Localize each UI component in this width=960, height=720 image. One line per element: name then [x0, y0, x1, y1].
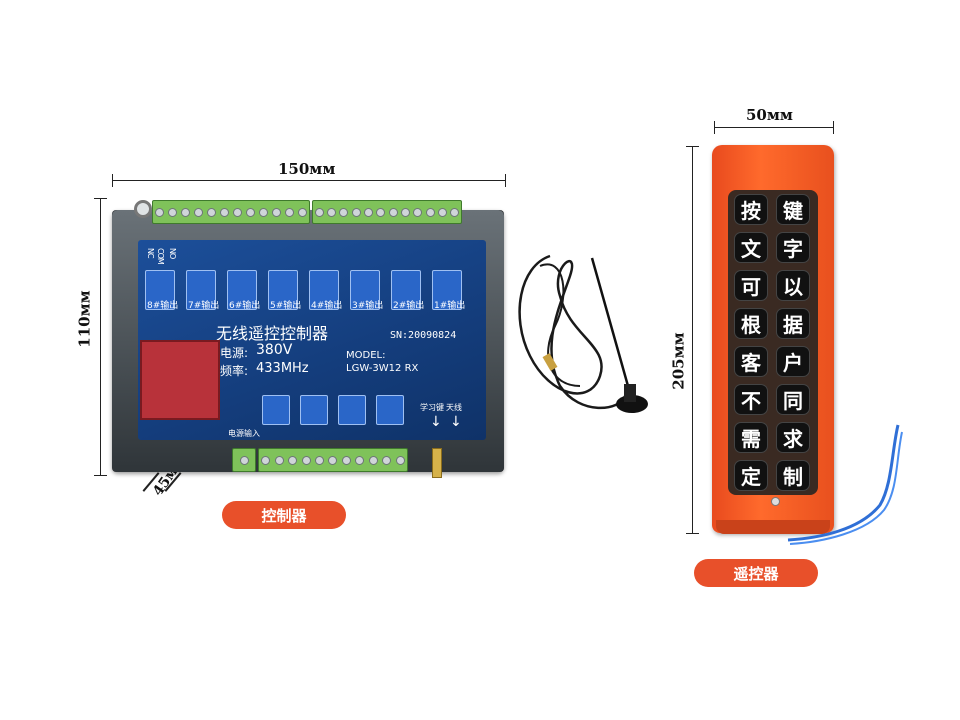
power-value: 380V — [256, 342, 293, 358]
remote-key[interactable]: 根 — [734, 308, 768, 339]
remote-key[interactable]: 文 — [734, 232, 768, 263]
remote-key[interactable]: 可 — [734, 270, 768, 301]
relay-8 — [145, 270, 175, 310]
remote-key[interactable]: 定 — [734, 460, 768, 491]
antenna-connector — [432, 448, 442, 478]
remote-key[interactable]: 据 — [776, 308, 810, 339]
relay-4 — [309, 270, 339, 310]
remote-key[interactable]: 不 — [734, 384, 768, 415]
relay-6 — [227, 270, 257, 310]
remote-key[interactable]: 以 — [776, 270, 810, 301]
small-relay — [376, 395, 404, 425]
remote-key[interactable]: 客 — [734, 346, 768, 377]
output-label-2: 2#输出 — [393, 301, 425, 311]
board-title: 无线遥控控制器 — [216, 324, 329, 343]
top-terminal-block-right — [312, 200, 462, 224]
remote-key[interactable]: 制 — [776, 460, 810, 491]
relay-7 — [186, 270, 216, 310]
remote-key[interactable]: 字 — [776, 232, 810, 263]
controller-height-label: 110мм — [75, 290, 94, 348]
small-relay — [338, 395, 366, 425]
relay-1 — [432, 270, 462, 310]
mount-hole-icon — [134, 200, 152, 218]
antenna-cable-icon — [518, 254, 648, 413]
remote-caption: 遥控器 — [694, 559, 818, 587]
top-terminal-block-left — [152, 200, 310, 224]
output-label-5: 5#输出 — [270, 301, 302, 311]
pin-label: NO — [168, 248, 177, 259]
remote-key[interactable]: 同 — [776, 384, 810, 415]
remote-width-label: 50мм — [746, 106, 793, 124]
frequency-value: 433MHz — [256, 361, 309, 376]
remote-key[interactable]: 按 — [734, 194, 768, 225]
output-label-3: 3#输出 — [352, 301, 384, 311]
remote-bottom-edge — [716, 520, 830, 534]
controller-caption: 控制器 — [222, 501, 346, 529]
controller-width-label: 150мм — [278, 160, 336, 178]
power-input-label: 电源输入 — [228, 429, 260, 438]
output-label-4: 4#输出 — [311, 301, 343, 311]
relay-3 — [350, 270, 380, 310]
lanyard-icon — [787, 424, 903, 545]
pin-label: NC — [146, 248, 155, 258]
bottom-terminal-block-left — [232, 448, 256, 472]
learn-key-label: 学习键 — [420, 403, 444, 412]
remote-key[interactable]: 求 — [776, 422, 810, 453]
output-label-6: 6#输出 — [229, 301, 261, 311]
remote-key[interactable]: 户 — [776, 346, 810, 377]
model-label: MODEL: — [346, 350, 386, 361]
pin-label: COM — [156, 248, 165, 264]
small-relay — [300, 395, 328, 425]
model-value: LGW-3W12 RX — [346, 363, 419, 374]
output-label-1: 1#输出 — [434, 301, 466, 311]
relay-5 — [268, 270, 298, 310]
serial-number: SN:20090824 — [390, 330, 457, 341]
antenna-label: 天线 — [446, 403, 462, 412]
relay-2 — [391, 270, 421, 310]
remote-key[interactable]: 键 — [776, 194, 810, 225]
transformer — [140, 340, 220, 420]
output-label-8: 8#输出 — [147, 301, 179, 311]
status-led-icon — [771, 497, 780, 506]
small-relay — [262, 395, 290, 425]
arrow-down-icon: ↓ — [430, 414, 442, 430]
output-label-7: 7#输出 — [188, 301, 220, 311]
arrow-down-icon: ↓ — [450, 414, 462, 430]
remote-key[interactable]: 需 — [734, 422, 768, 453]
remote-height-label: 205мм — [669, 332, 688, 390]
bottom-terminal-block-right — [258, 448, 408, 472]
